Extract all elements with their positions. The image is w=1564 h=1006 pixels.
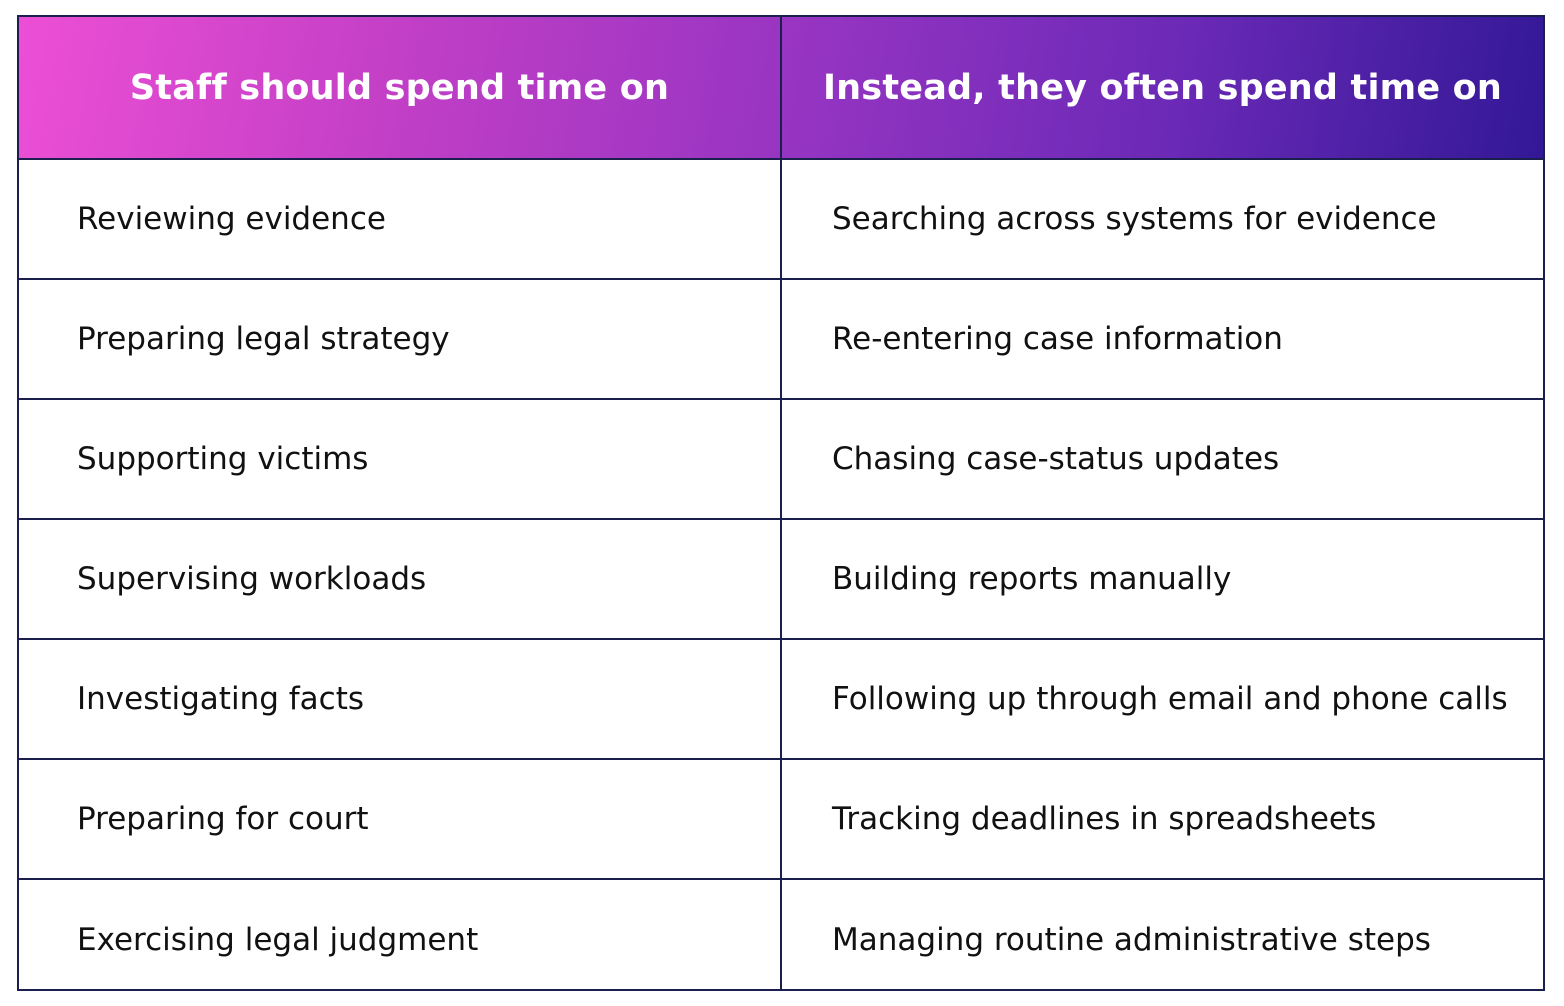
should-cell: Preparing legal strategy [19,279,782,400]
should-cell: Reviewing evidence [19,159,782,280]
should-cell: Investigating facts [19,639,782,760]
table-row: Preparing for court Tracking deadlines i… [19,759,1543,880]
instead-cell: Chasing case-status updates [781,399,1543,520]
should-cell: Supervising workloads [19,519,782,640]
should-cell: Supporting victims [19,399,782,520]
header-row: Staff should spend time on Instead, they… [19,17,1543,160]
instead-cell: Searching across systems for evidence [781,159,1543,280]
table-row: Reviewing evidence Searching across syst… [19,159,1543,280]
should-cell: Exercising legal judgment [19,879,782,989]
instead-cell: Re-entering case information [781,279,1543,400]
instead-cell: Managing routine administrative steps [832,921,1431,958]
table-row: Exercising legal judgment Managing routi… [19,879,1543,989]
header-should-spend: Staff should spend time on [19,17,782,160]
table-row: Investigating facts Following up through… [19,639,1543,760]
should-cell: Preparing for court [19,759,782,880]
table-row: Preparing legal strategy Re-entering cas… [19,279,1543,400]
header-instead-spend: Instead, they often spend time on [781,17,1543,160]
comparison-table-grid: Staff should spend time on Instead, they… [19,17,1543,989]
table-row: Supervising workloads Building reports m… [19,519,1543,640]
instead-cell: Tracking deadlines in spreadsheets [781,759,1543,880]
table-row: Supporting victims Chasing case-status u… [19,399,1543,520]
comparison-table: Staff should spend time on Instead, they… [17,15,1545,991]
instead-cell: Following up through email and phone cal… [781,639,1543,760]
instead-cell: Building reports manually [781,519,1543,640]
